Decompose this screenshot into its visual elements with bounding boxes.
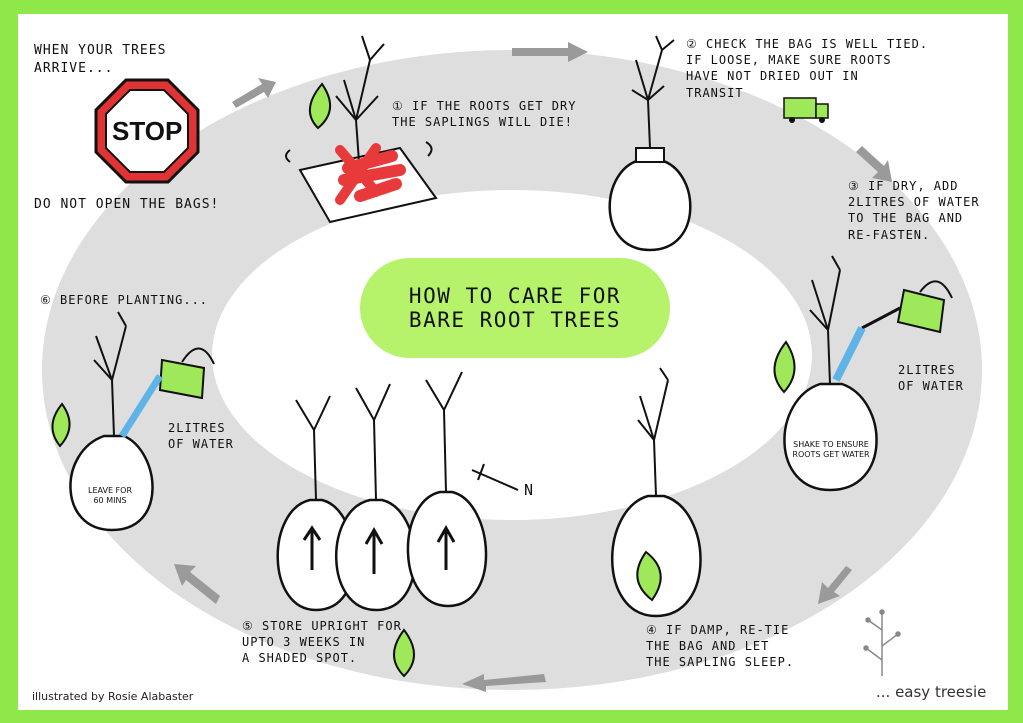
- title-line-1: How to care for: [408, 284, 622, 308]
- cycle-arrows: [174, 42, 892, 692]
- step2-text: ② Check the bag is well tied. If loose, …: [686, 37, 929, 100]
- smiling-leaf-icon: [773, 340, 796, 394]
- step3-text: ③ If dry, add 2litres of water to the ba…: [848, 179, 980, 242]
- step6-water-label: 2litres of water: [168, 421, 234, 452]
- easy-treesie-logo-icon: [863, 609, 901, 676]
- illustrator-credit: illustrated by Rosie Alabaster: [32, 690, 194, 703]
- arrival-heading: When your trees arrive...: [34, 43, 167, 76]
- watering-can-icon: [832, 280, 953, 382]
- stored-bags-icon: [276, 371, 519, 612]
- sleeping-bag-icon: [611, 367, 702, 618]
- arrow-3-icon: [856, 146, 892, 182]
- stop-label: STOP: [112, 116, 183, 146]
- step5-leaf-icon: [393, 628, 415, 678]
- brand-name: ... easy treesie: [876, 683, 987, 701]
- arrow-2-icon: [512, 42, 588, 62]
- dont-open-warning: Do not open the bags!: [34, 197, 220, 212]
- arrow-6-icon: [174, 564, 220, 604]
- north-label: N: [524, 481, 535, 499]
- before-planting-bag-icon: [69, 311, 215, 532]
- sad-leaf-icon: [309, 82, 331, 130]
- stop-sign-icon: [94, 78, 200, 184]
- arrow-5-icon: [462, 674, 546, 692]
- title-line-2: bare root trees: [408, 308, 622, 332]
- poster-title: How to care for bare root trees: [360, 258, 670, 358]
- step1-text: ① If the roots get dry the saplings will…: [392, 99, 577, 130]
- step6-leaf-icon: [51, 402, 71, 448]
- step5-text: ⑤ Store upright for upto 3 weeks in a sh…: [242, 619, 402, 666]
- step3-water-label: 2litres of water: [898, 363, 964, 394]
- step4-text: ④ If damp, re-tie the bag and let the sa…: [646, 623, 795, 670]
- arrow-1-icon: [232, 78, 276, 108]
- delivery-truck-icon: [783, 97, 829, 123]
- step6-text: ⑥ Before planting...: [40, 293, 209, 307]
- arrow-4-icon: [818, 566, 852, 604]
- step6-bag-label: leave for 60 mins: [88, 486, 132, 506]
- watered-bag-icon: [783, 255, 878, 492]
- step3-bag-label: shake to ensure roots get water: [792, 440, 870, 460]
- sapling-on-board-icon: [285, 35, 438, 224]
- tied-bag-icon: [608, 35, 692, 252]
